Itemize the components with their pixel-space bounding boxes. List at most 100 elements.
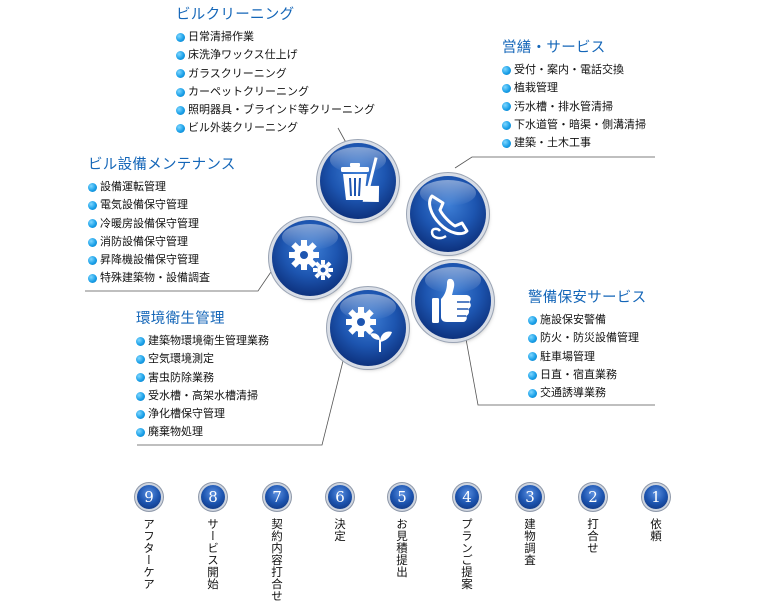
flow-step: 5 お見積提出: [387, 485, 417, 578]
list-item: 浄化槽保守管理: [136, 405, 269, 423]
flow-step: 3 建物調査: [515, 485, 545, 566]
bullet-icon: [88, 255, 97, 265]
step-label: お見積提出: [395, 518, 409, 578]
bullet-icon: [502, 83, 511, 93]
item-list: 日常清掃作業 床洗浄ワックス仕上げ ガラスクリーニング カーペットクリーニング …: [176, 28, 375, 138]
group-title: ビル設備メンテナンス: [88, 157, 236, 173]
group-title: ビルクリーニング: [176, 7, 295, 23]
flow-step: 2 打合せ: [578, 485, 608, 554]
bullet-icon: [176, 124, 185, 134]
list-item: 日常清掃作業: [176, 28, 375, 46]
bullet-icon: [88, 182, 97, 192]
step-number-badge: 3: [518, 485, 542, 509]
group-equipment-maintenance: ビル設備メンテナンス 設備運転管理 電気設備保守管理 冷暖房設備保守管理 消防設…: [88, 156, 236, 288]
list-item: ガラスクリーニング: [176, 65, 375, 83]
step-number-badge: 2: [581, 485, 605, 509]
list-item: ビル外装クリーニング: [176, 119, 375, 137]
list-item: 防火・防災設備管理: [528, 329, 646, 347]
bullet-icon: [528, 333, 537, 343]
gears-icon: [272, 220, 348, 296]
list-item: 交通誘導業務: [528, 384, 646, 402]
bullet-icon: [528, 388, 537, 398]
step-label: 打合せ: [586, 518, 600, 554]
list-item: 照明器具・ブラインド等クリーニング: [176, 101, 375, 119]
list-item: 電気設備保守管理: [88, 196, 236, 214]
flow-step: 1 依頼: [641, 485, 671, 542]
bullet-icon: [176, 105, 185, 115]
flow-step: 6 決定: [325, 485, 355, 542]
list-item: 廃棄物処理: [136, 423, 269, 441]
gear-leaf-icon: [330, 290, 406, 366]
list-item: 設備運転管理: [88, 178, 236, 196]
bullet-icon: [88, 274, 97, 284]
step-label: プランご提案: [460, 518, 474, 590]
list-item: 日直・宿直業務: [528, 366, 646, 384]
step-label: 契約内容打合せ: [270, 518, 284, 602]
trash-bin-broom-icon: [320, 143, 396, 219]
list-item: 特殊建築物・設備調査: [88, 269, 236, 287]
group-title: 環境衛生管理: [136, 311, 225, 327]
step-label: 依頼: [649, 518, 663, 542]
step-label: サービス開始: [206, 518, 220, 590]
step-label: アフターケア: [142, 518, 156, 590]
list-item: 消防設備保守管理: [88, 233, 236, 251]
bullet-icon: [502, 120, 511, 130]
flow-step: 8 サービス開始: [198, 485, 228, 590]
list-item: 下水道管・暗渠・側溝清掃: [502, 116, 646, 134]
item-list: 施設保安警備 防火・防災設備管理 駐車場管理 日直・宿直業務 交通誘導業務: [528, 311, 646, 402]
bullet-icon: [528, 352, 537, 362]
list-item: 駐車場管理: [528, 348, 646, 366]
list-item: 床洗浄ワックス仕上げ: [176, 46, 375, 64]
item-list: 建築物環境衛生管理業務 空気環境測定 害虫防除業務 受水槽・高架水槽清掃 浄化槽…: [136, 332, 269, 442]
bullet-icon: [88, 237, 97, 247]
list-item: 建築・土木工事: [502, 134, 646, 152]
step-number-badge: 8: [201, 485, 225, 509]
bullet-icon: [176, 87, 185, 97]
step-number-badge: 5: [390, 485, 414, 509]
list-item: 植栽管理: [502, 79, 646, 97]
bullet-icon: [502, 65, 511, 75]
list-item: 昇降機設備保守管理: [88, 251, 236, 269]
thumbs-up-icon: [415, 263, 491, 339]
bullet-icon: [136, 409, 145, 419]
bullet-icon: [88, 200, 97, 210]
bullet-icon: [176, 32, 185, 42]
group-title: 警備保安サービス: [528, 290, 647, 306]
bullet-icon: [528, 315, 537, 325]
list-item: 施設保安警備: [528, 311, 646, 329]
list-item: 建築物環境衛生管理業務: [136, 332, 269, 350]
bullet-icon: [502, 102, 511, 112]
bullet-icon: [136, 354, 145, 364]
list-item: 空気環境測定: [136, 350, 269, 368]
group-environmental-hygiene: 環境衛生管理 建築物環境衛生管理業務 空気環境測定 害虫防除業務 受水槽・高架水…: [136, 310, 269, 442]
step-number-badge: 7: [265, 485, 289, 509]
bullet-icon: [502, 138, 511, 148]
bullet-icon: [136, 336, 145, 346]
step-number-badge: 9: [137, 485, 161, 509]
telephone-handset-icon: [410, 176, 486, 252]
step-label: 決定: [333, 518, 347, 542]
group-repair-service: 営繕・サービス 受付・案内・電話交換 植栽管理 汚水槽・排水管清掃 下水道管・暗…: [502, 39, 646, 152]
bullet-icon: [136, 373, 145, 383]
bullet-icon: [136, 428, 145, 438]
step-label: 建物調査: [523, 518, 537, 566]
step-number-badge: 1: [644, 485, 668, 509]
flow-step: 9 アフターケア: [134, 485, 164, 590]
flow-step: 7 契約内容打合せ: [262, 485, 292, 602]
bullet-icon: [176, 50, 185, 60]
list-item: 受付・案内・電話交換: [502, 61, 646, 79]
group-security-service: 警備保安サービス 施設保安警備 防火・防災設備管理 駐車場管理 日直・宿直業務 …: [528, 289, 646, 402]
group-building-cleaning: ビルクリーニング 日常清掃作業 床洗浄ワックス仕上げ ガラスクリーニング カーペ…: [176, 6, 375, 138]
bullet-icon: [136, 391, 145, 401]
group-title: 営繕・サービス: [502, 40, 606, 56]
flow-step: 4 プランご提案: [452, 485, 482, 590]
list-item: 冷暖房設備保守管理: [88, 215, 236, 233]
list-item: カーペットクリーニング: [176, 83, 375, 101]
list-item: 受水槽・高架水槽清掃: [136, 387, 269, 405]
item-list: 受付・案内・電話交換 植栽管理 汚水槽・排水管清掃 下水道管・暗渠・側溝清掃 建…: [502, 61, 646, 152]
list-item: 汚水槽・排水管清掃: [502, 98, 646, 116]
step-number-badge: 4: [455, 485, 479, 509]
bullet-icon: [176, 69, 185, 79]
bullet-icon: [88, 219, 97, 229]
